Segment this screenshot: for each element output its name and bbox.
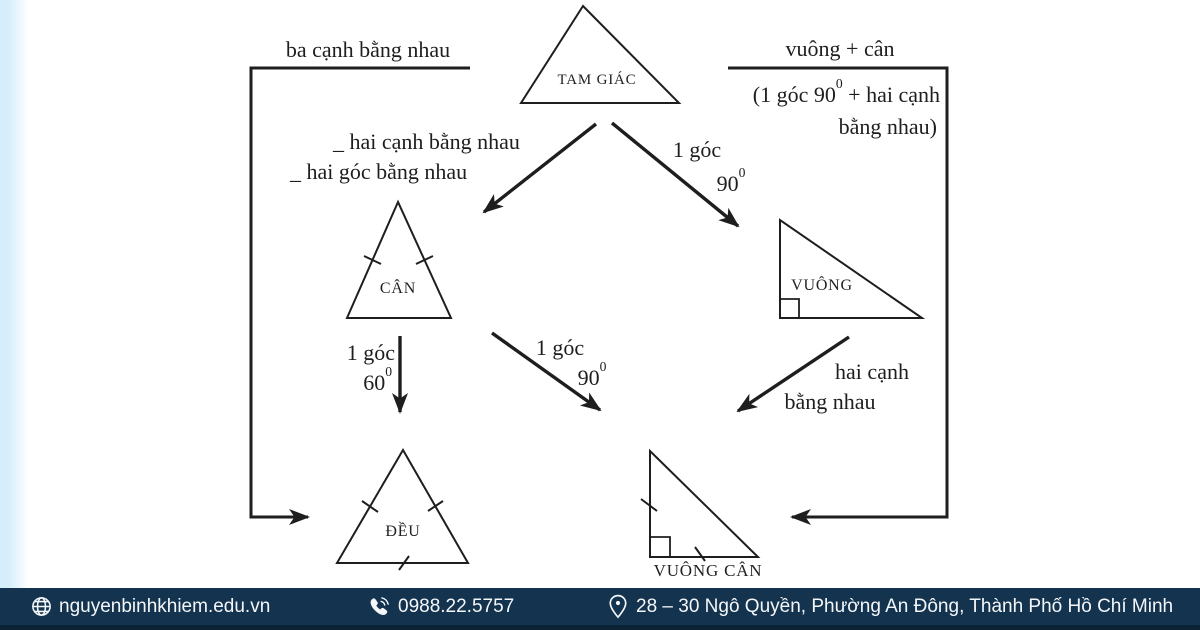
left-edge-accent <box>0 0 30 588</box>
connector-tam-giac-to-vuong-can <box>728 66 949 525</box>
vuong-triangle-shape <box>779 218 926 319</box>
location-pin-icon <box>609 594 627 619</box>
vuong-right-angle-mark <box>780 298 800 318</box>
node-label-vuong: VUÔNG <box>791 277 853 294</box>
edge-label-1-goc-can-to-vuong-can: 1 góc <box>535 335 585 360</box>
edge-label-hai-canh: hai cạnh <box>835 359 909 384</box>
edge-label-ba-canh-bang-nhau: ba cạnh bằng nhau <box>285 37 451 62</box>
degree-superscript: 0 <box>599 358 607 374</box>
tam-giac-triangle-shape <box>519 4 682 104</box>
vuong-can-triangle-shape <box>649 448 761 558</box>
can-triangle-shape <box>345 199 453 319</box>
vuong-can-right-angle-mark <box>650 536 671 557</box>
phone-icon <box>370 596 389 615</box>
degree-superscript: 0 <box>738 164 746 180</box>
footer-bar: nguyenbinhkhiem.edu.vn 0988.22.5757 28 –… <box>0 588 1200 630</box>
edge-label-hai-canh-bang-nhau: _ hai cạnh bằng nhau <box>333 129 520 154</box>
website-text: nguyenbinhkhiem.edu.vn <box>59 595 271 617</box>
phone-text: 0988.22.5757 <box>398 595 515 617</box>
condition-text: (1 góc 90 <box>752 82 836 107</box>
angle-value: 90 <box>716 171 739 196</box>
footer-website: nguyenbinhkhiem.edu.vn <box>31 588 270 625</box>
arrow-vuong-to-vuong-can <box>736 335 850 413</box>
arrow-can-to-vuong-can <box>491 331 602 412</box>
globe-icon <box>32 597 51 616</box>
arrow-tam-giac-to-can <box>482 122 598 214</box>
degree-superscript: 0 <box>835 75 843 91</box>
edge-label-bang-nhau: bằng nhau <box>784 389 876 414</box>
edge-label-vuong-can-condition-line2: bằng nhau) <box>838 114 937 139</box>
can-tick-right <box>415 255 434 265</box>
vuong-can-tick-bottom <box>694 546 706 562</box>
vuong-can-tick-left <box>640 498 658 512</box>
edge-label-90-deg-to-vuong: 900 <box>716 165 746 198</box>
node-label-deu: ĐỀU <box>385 523 421 540</box>
angle-value: 60 <box>363 370 386 395</box>
edge-label-1-goc-to-deu: 1 góc <box>346 340 395 365</box>
footer-address: 28 – 30 Ngô Quyền, Phường An Đông, Thành… <box>607 588 1173 625</box>
pin-dot <box>615 600 621 606</box>
edge-label-60-deg-to-deu: 600 <box>363 364 392 397</box>
connector-tam-giac-to-deu <box>249 66 470 525</box>
deu-tick-left <box>361 500 379 513</box>
edge-label-90-deg-can-to-vuong-can: 900 <box>577 359 607 392</box>
arrow-tam-giac-to-vuong <box>610 121 740 228</box>
angle-value: 90 <box>577 365 600 390</box>
degree-superscript: 0 <box>385 363 392 379</box>
deu-tick-bottom <box>398 555 410 571</box>
diagram-shapes <box>249 4 949 571</box>
edge-label-1-goc-to-vuong: 1 góc <box>672 137 722 162</box>
condition-text: + hai cạnh <box>842 82 940 107</box>
deu-triangle-shape <box>335 448 470 564</box>
address-text: 28 – 30 Ngô Quyền, Phường An Đông, Thành… <box>636 595 1174 617</box>
node-label-tam-giac: TAM GIÁC <box>557 72 637 88</box>
edge-label-vuong-can-condition-line1: (1 góc 900 + hai cạnh <box>752 76 940 109</box>
edge-label-vuong-cong-can: vuông + cân <box>785 36 895 61</box>
deu-tick-right <box>427 500 444 512</box>
footer-phone: 0988.22.5757 <box>366 588 514 625</box>
node-label-can: CÂN <box>379 280 417 297</box>
node-label-vuong-can: VUÔNG CÂN <box>653 561 763 580</box>
can-tick-left <box>363 255 382 265</box>
edge-label-hai-goc-bang-nhau: _ hai góc bằng nhau <box>290 159 468 184</box>
